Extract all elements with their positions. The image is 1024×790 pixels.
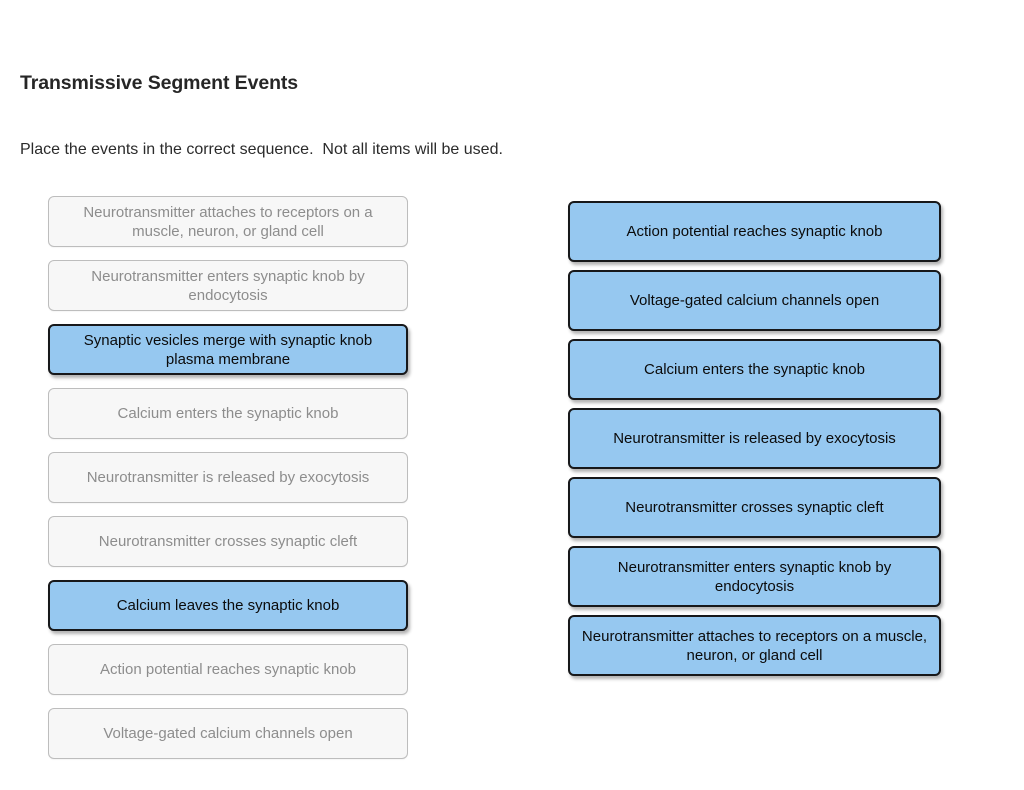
event-sequence-card-label: Action potential reaches synaptic knob xyxy=(626,223,883,240)
event-bank-column: Neurotransmitter attaches to receptors o… xyxy=(48,196,408,759)
event-sequence-card-label: Neurotransmitter is released by exocytos… xyxy=(613,430,896,447)
event-sequence-card[interactable]: Neurotransmitter is released by exocytos… xyxy=(568,408,941,469)
event-bank-card-label: Neurotransmitter enters synaptic knob by… xyxy=(91,267,365,304)
event-bank-card[interactable]: Synaptic vesicles merge with synaptic kn… xyxy=(48,324,408,375)
event-bank-card[interactable]: Calcium enters the synaptic knob xyxy=(48,388,408,439)
event-bank-card-label: Calcium leaves the synaptic knob xyxy=(116,597,340,614)
event-bank-card[interactable]: Action potential reaches synaptic knob xyxy=(48,644,408,695)
event-sequence-card[interactable]: Neurotransmitter crosses synaptic cleft xyxy=(568,477,941,538)
event-bank-card[interactable]: Voltage-gated calcium channels open xyxy=(48,708,408,759)
event-bank-card-label: Neurotransmitter is released by exocytos… xyxy=(86,469,370,486)
event-sequence-card[interactable]: Action potential reaches synaptic knob xyxy=(568,201,941,262)
event-bank-card-label: Synaptic vesicles merge with synaptic kn… xyxy=(83,331,373,368)
event-bank-card-label: Neurotransmitter attaches to receptors o… xyxy=(83,203,373,240)
event-sequence-card-label: Neurotransmitter crosses synaptic cleft xyxy=(625,499,884,516)
event-bank-card-label: Calcium enters the synaptic knob xyxy=(117,405,339,422)
event-sequence-card[interactable]: Neurotransmitter attaches to receptors o… xyxy=(568,615,941,676)
event-sequence-card[interactable]: Voltage-gated calcium channels open xyxy=(568,270,941,331)
event-bank-card[interactable]: Neurotransmitter crosses synaptic cleft xyxy=(48,516,408,567)
event-bank-card-label: Neurotransmitter crosses synaptic cleft xyxy=(98,533,358,550)
event-sequence-card-label: Voltage-gated calcium channels open xyxy=(629,292,880,309)
event-sequence-card-label: Neurotransmitter attaches to receptors o… xyxy=(581,627,928,664)
event-bank-card[interactable]: Neurotransmitter attaches to receptors o… xyxy=(48,196,408,247)
event-bank-card[interactable]: Neurotransmitter is released by exocytos… xyxy=(48,452,408,503)
event-bank-card-label: Voltage-gated calcium channels open xyxy=(103,725,353,742)
event-sequence-card-label: Neurotransmitter enters synaptic knob by… xyxy=(617,558,892,595)
event-bank-card[interactable]: Calcium leaves the synaptic knob xyxy=(48,580,408,631)
instructions-text: Place the events in the correct sequence… xyxy=(20,141,503,158)
event-sequence-card[interactable]: Neurotransmitter enters synaptic knob by… xyxy=(568,546,941,607)
event-sequence-card[interactable]: Calcium enters the synaptic knob xyxy=(568,339,941,400)
event-bank-card-label: Action potential reaches synaptic knob xyxy=(100,661,356,678)
event-bank-card[interactable]: Neurotransmitter enters synaptic knob by… xyxy=(48,260,408,311)
page-title: Transmissive Segment Events xyxy=(20,72,299,95)
event-sequence-card-label: Calcium enters the synaptic knob xyxy=(644,361,865,378)
